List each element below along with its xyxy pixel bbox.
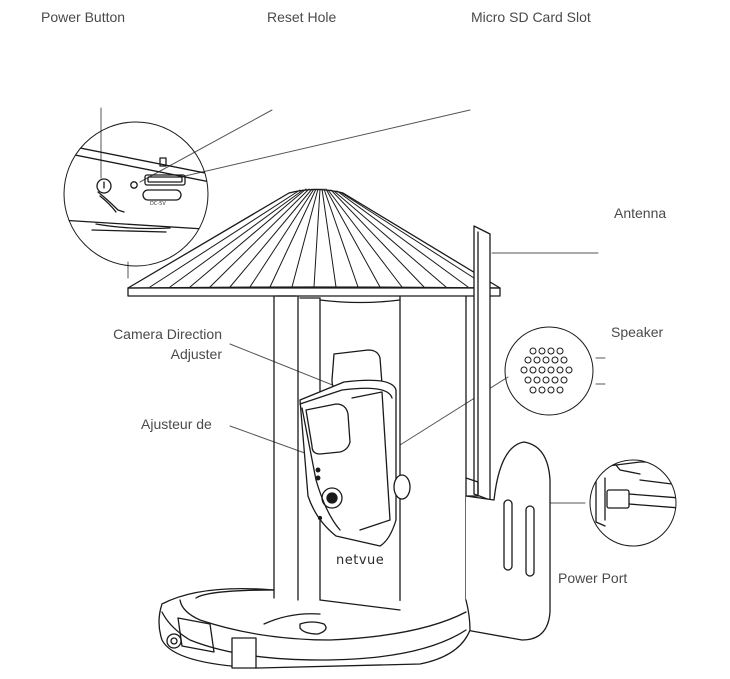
- label-ajusteur-de: Ajusteur de: [141, 416, 212, 432]
- label-reset-hole: Reset Hole: [267, 9, 337, 25]
- reset-hole-icon: [130, 181, 138, 189]
- leader-sd-slot: [184, 109, 471, 177]
- dc-port-marking: DC-5V: [150, 201, 166, 207]
- label-micro-sd-slot: Micro SD Card Slot: [471, 9, 591, 25]
- dc-port-icon: [142, 189, 182, 201]
- label-antenna: Antenna: [614, 205, 667, 221]
- camera-lens-icon: [321, 487, 343, 509]
- zoom-circle-speaker: [504, 326, 606, 416]
- feeder-roof: [127, 188, 501, 297]
- mount-slot-1: [503, 499, 513, 571]
- feeder-tray: [158, 588, 471, 669]
- leader-reset-hole: [139, 109, 273, 183]
- wall-mount-bracket: [465, 441, 551, 641]
- tray-screw-icon: [166, 633, 182, 649]
- zoom-circle-controls: [63, 121, 209, 267]
- power-button-icon: [96, 178, 112, 194]
- label-camera-direction-adjuster-line2: Adjuster: [170, 346, 222, 362]
- sd-card-edge-icon: [159, 157, 167, 167]
- direction-adjuster-knob: [393, 474, 411, 500]
- tray-drain: [299, 621, 327, 635]
- label-power-button: Power Button: [41, 9, 126, 25]
- leader-speaker: [399, 376, 509, 446]
- antenna: [473, 225, 491, 501]
- camera-screen: [305, 403, 351, 455]
- label-speaker: Speaker: [611, 324, 664, 340]
- label-camera-direction-adjuster-line1: Camera Direction: [113, 326, 222, 342]
- zoom-circle-outline: [63, 121, 209, 267]
- mount-slot-2: [525, 505, 535, 577]
- leader-direction-adjuster: [229, 343, 351, 393]
- label-power-port: Power Port: [558, 570, 628, 586]
- brand-logo: netvue: [336, 553, 385, 568]
- speaker-grille-icon: [520, 347, 573, 394]
- micro-sd-slot-icon: [144, 174, 186, 186]
- roof-ribs: [149, 188, 489, 288]
- camera-unit: [299, 349, 411, 547]
- power-plug-icon: [606, 489, 630, 509]
- zoom-circle-power-port: [589, 459, 677, 547]
